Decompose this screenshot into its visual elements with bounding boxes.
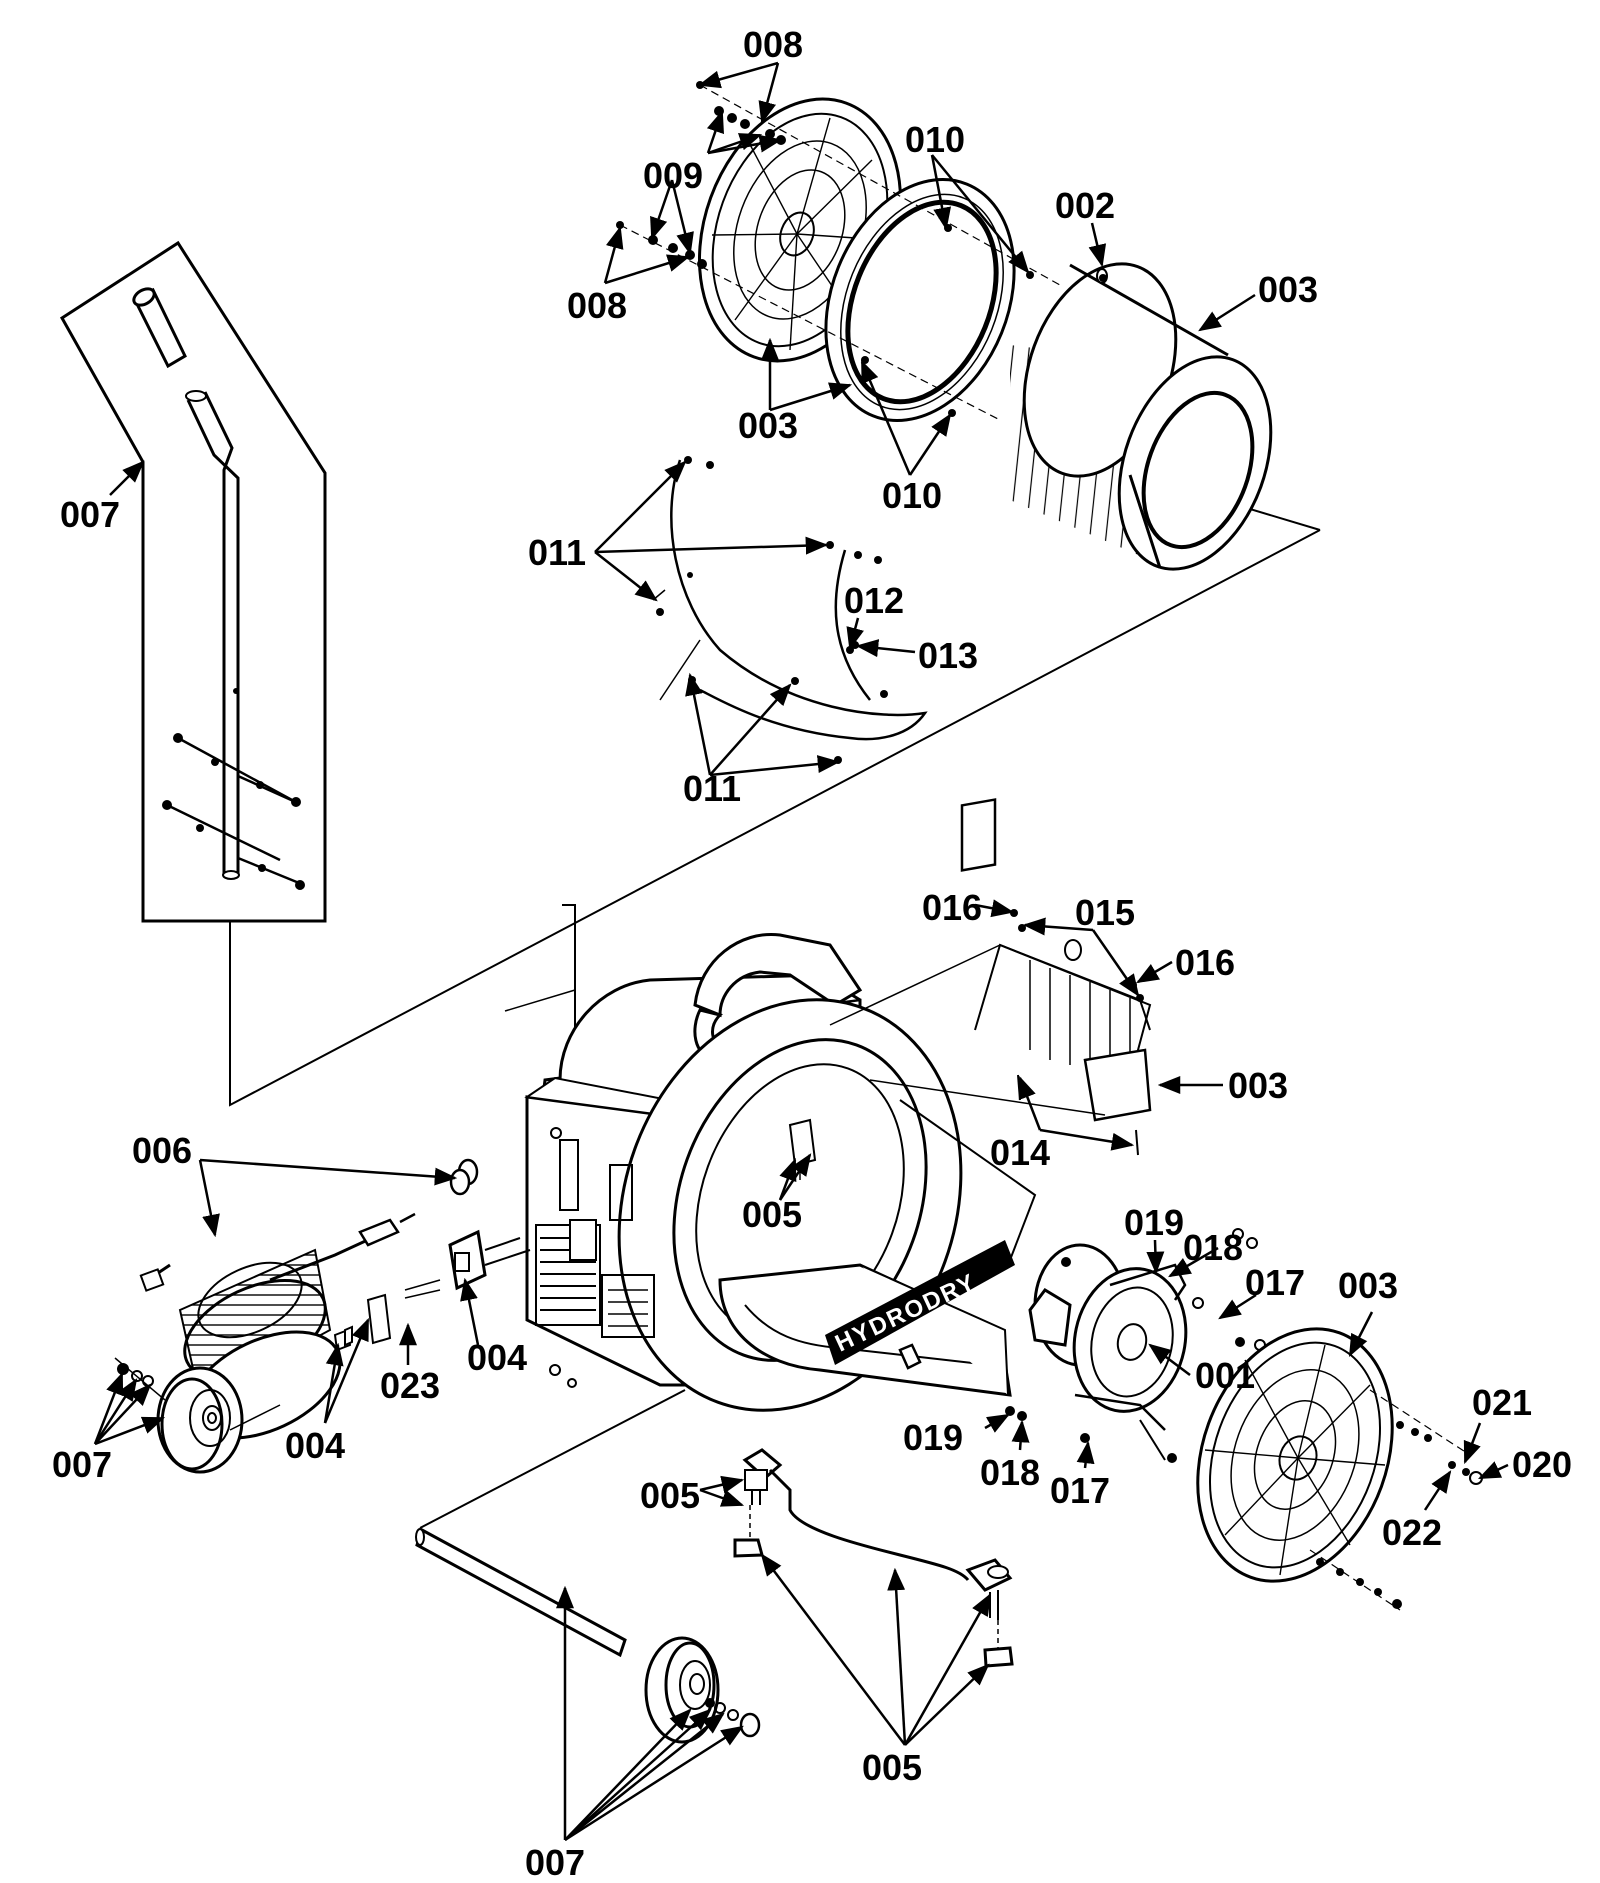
label-004-switch: 004 [467,1337,528,1378]
label-005-bottom: 005 [862,1747,923,1788]
label-009: 009 [643,155,704,196]
label-005-housing: 005 [742,1194,803,1235]
motor-assembly [1005,1228,1266,1463]
label-021: 021 [1472,1382,1533,1423]
label-019-lower: 019 [903,1417,964,1458]
rear-wheel [114,1357,281,1474]
label-022: 022 [1382,1512,1443,1553]
label-019-top: 019 [1124,1202,1185,1243]
rear-grill [1196,1327,1483,1611]
label-015: 015 [1075,892,1136,933]
axle-and-wheel [415,1527,761,1744]
label-017-lower: 017 [1050,1470,1111,1511]
handle-assembly [60,240,327,923]
label-010-top: 010 [905,119,966,160]
label-003-cover: 003 [1228,1065,1289,1106]
main-housing [524,932,1037,1412]
label-003-wheel: 003 [1258,269,1319,310]
label-008-top: 008 [743,24,804,65]
label-003-rear: 003 [1338,1265,1399,1306]
label-005-foot: 005 [640,1475,701,1516]
label-006: 006 [132,1130,193,1171]
label-018-top: 018 [1183,1227,1244,1268]
label-020: 020 [1512,1444,1573,1485]
label-016-right: 016 [1175,942,1236,983]
label-014: 014 [990,1132,1051,1173]
foot-bracket [733,1448,1014,1668]
assembly-guide-lines [229,499,1321,1529]
label-007-axle: 007 [525,1842,586,1883]
blower-wheel [1010,262,1273,571]
label-023: 023 [380,1365,441,1406]
center-bracket [788,1118,922,1370]
label-008-lower: 008 [567,285,628,326]
label-012: 012 [844,580,905,621]
callout-arrows [93,61,1509,1842]
label-002: 002 [1055,185,1116,226]
label-018-lower: 018 [980,1452,1041,1493]
label-001: 001 [1195,1355,1256,1396]
label-010-lower: 010 [882,475,943,516]
label-011-upper: 011 [528,532,587,573]
label-017-top: 017 [1245,1262,1306,1303]
label-011-lower: 011 [683,768,742,809]
label-003-grill: 003 [738,405,799,446]
label-013: 013 [918,635,979,676]
label-004-lower: 004 [285,1425,346,1466]
label-007-wheel: 007 [52,1444,113,1485]
cover-frame [829,798,1152,1156]
label-007-handle: 007 [60,494,121,535]
switch-assembly [333,1229,531,1352]
label-016-left: 016 [922,887,983,928]
